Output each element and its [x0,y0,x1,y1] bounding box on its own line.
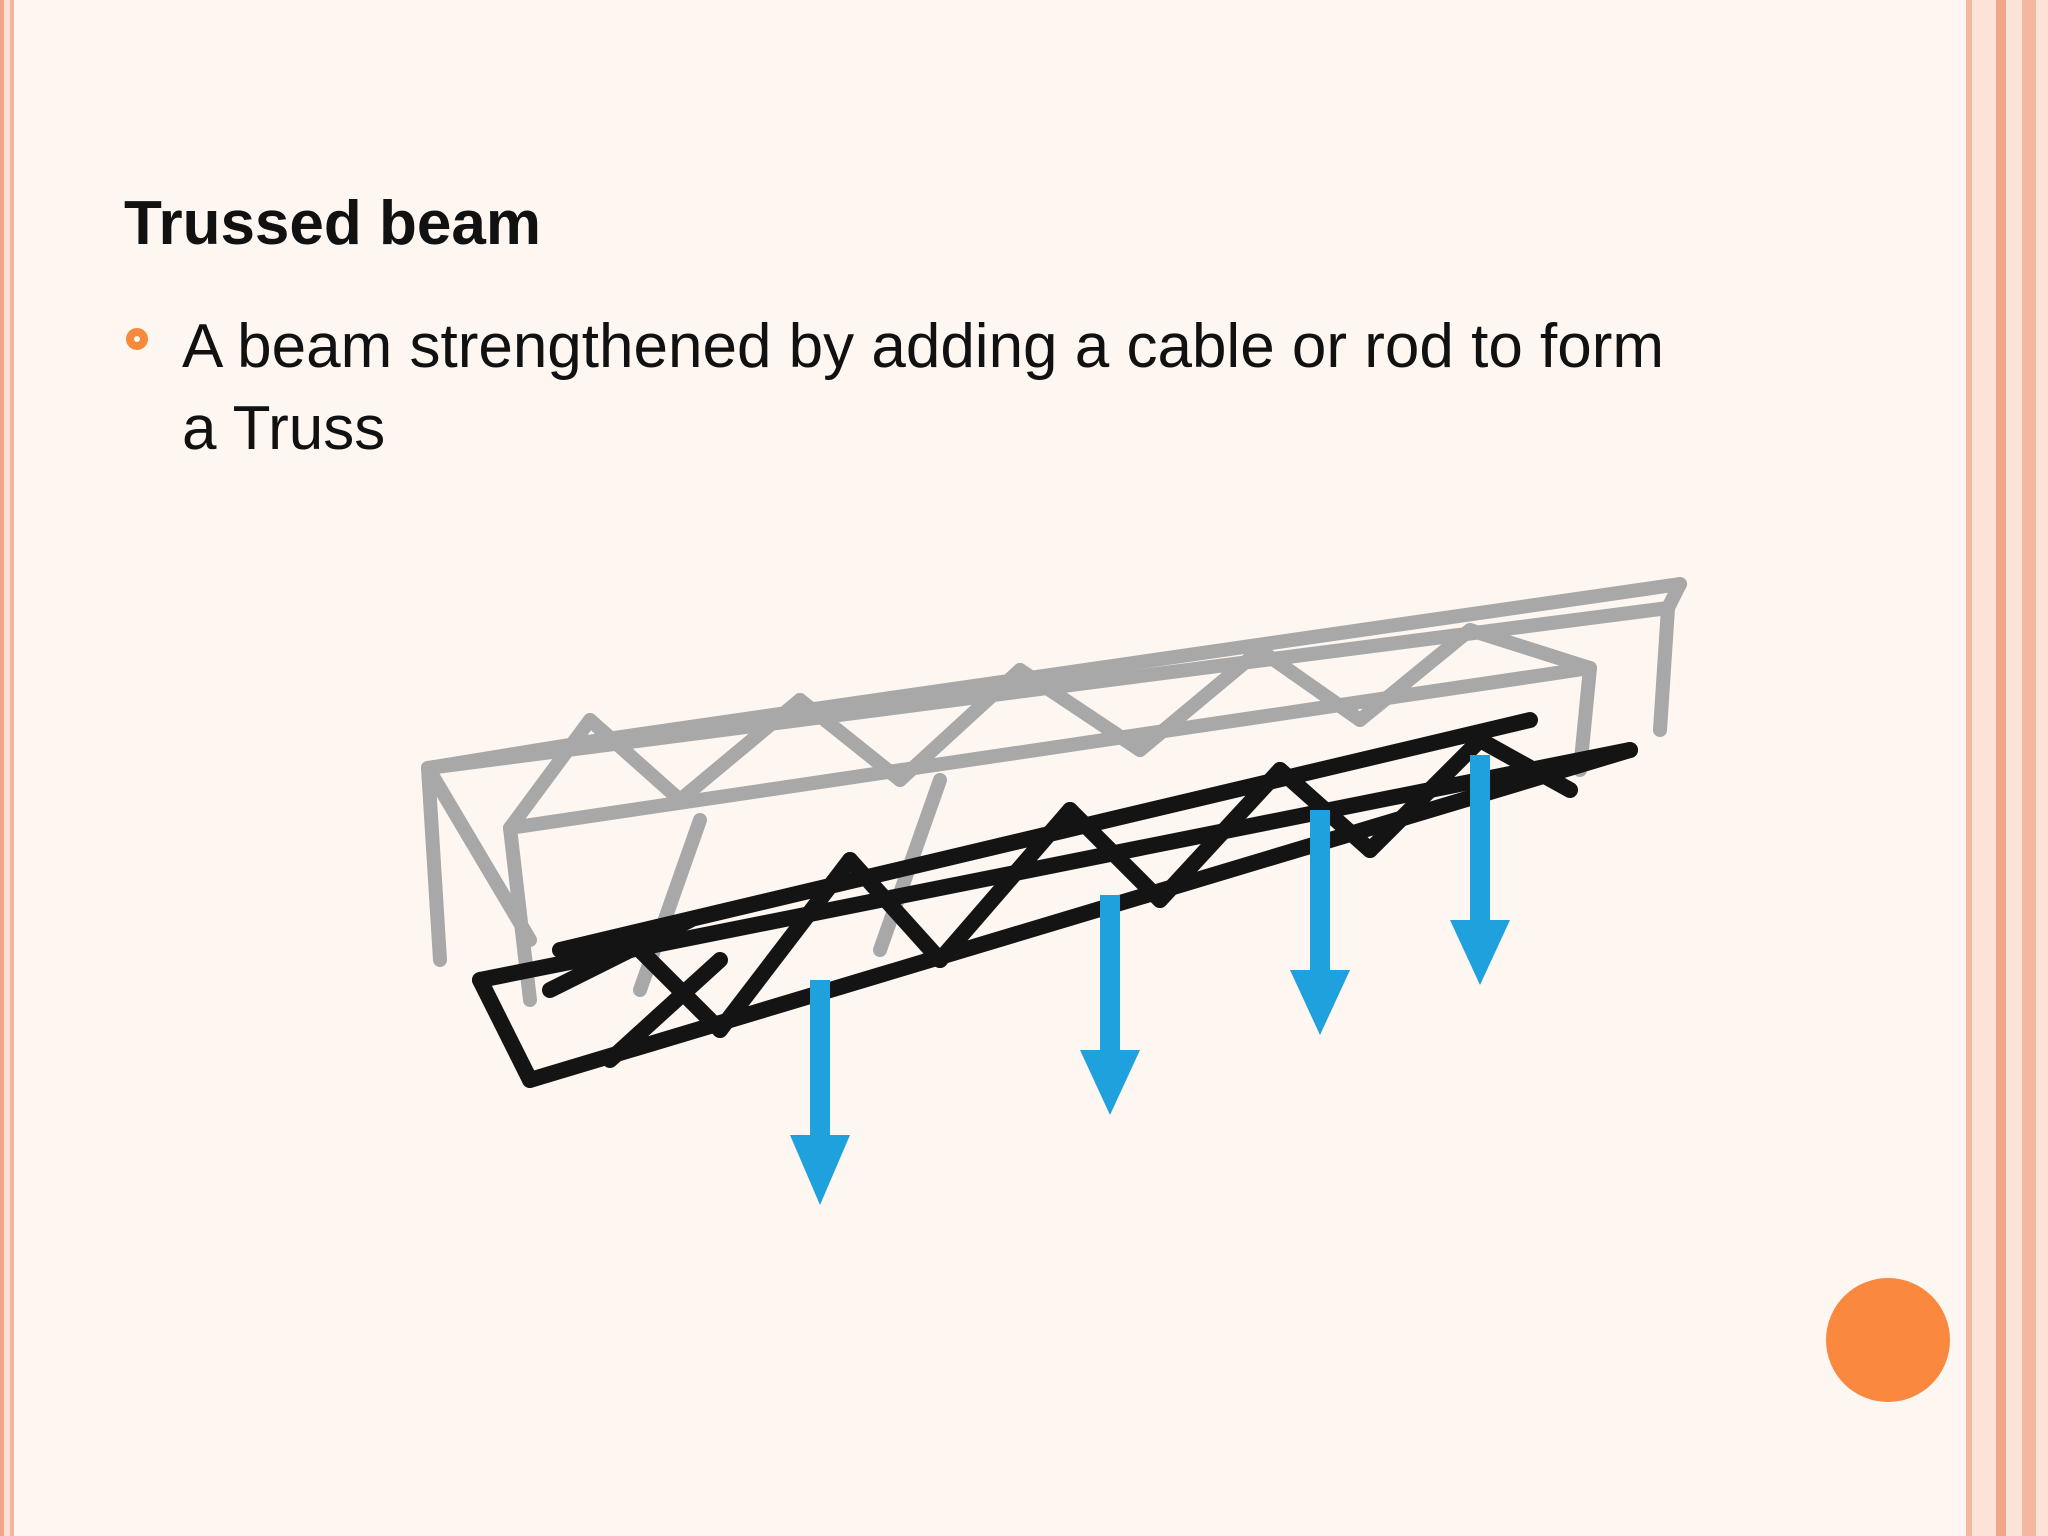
bullet-circle-icon [126,328,148,350]
bullet-text: A beam strengthened by adding a cable or… [182,312,1665,463]
truss-bottom-frame [472,712,1638,1088]
truss-top-frame [421,577,1687,1007]
decorative-circle [1826,1278,1950,1402]
trussed-beam-illustration [421,577,1687,1205]
load-arrow-icon [1450,755,1510,985]
slide-frame-right [1966,0,2048,1536]
slide-title: Trussed beam [124,189,541,258]
load-arrow-icon [1080,895,1140,1115]
bullet-item: A beam strengthened by adding a cable or… [126,306,1686,470]
load-arrow-icon [1290,810,1350,1035]
load-arrow-icon [790,980,850,1205]
slide-frame-left [0,0,22,1536]
load-arrows [790,755,1510,1205]
